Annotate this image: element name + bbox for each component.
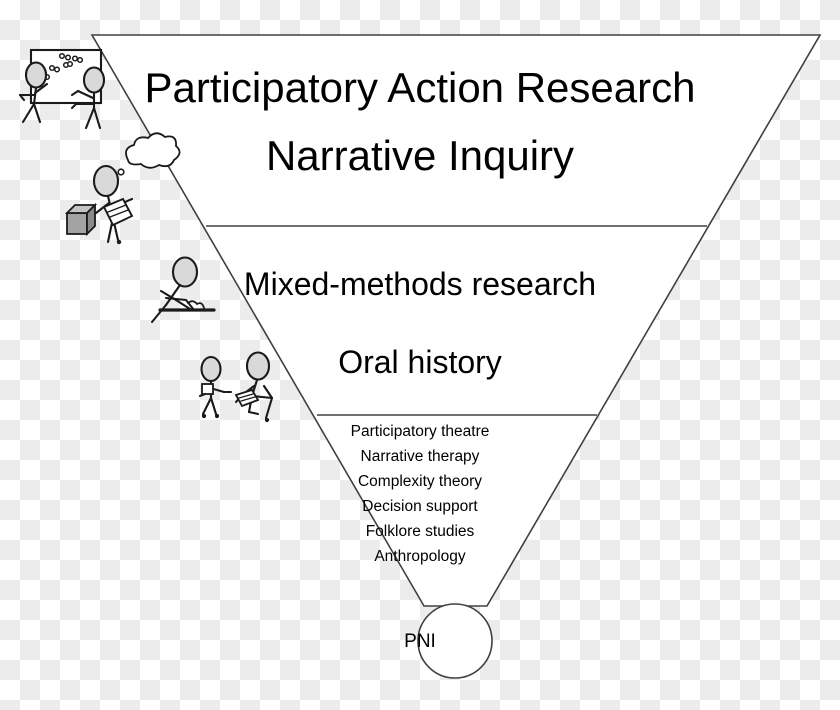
funnel-outline	[90, 34, 822, 607]
person-reclining-icon	[150, 256, 216, 324]
person-with-recorder-icon	[198, 355, 233, 419]
person-thinking-with-block-icon	[64, 132, 181, 245]
whiteboard-person-right	[70, 66, 106, 130]
person-head	[171, 256, 199, 288]
person-head	[200, 355, 222, 383]
pni-circle-shape	[417, 603, 493, 679]
person-head	[245, 351, 271, 381]
whiteboard-person-left	[18, 61, 49, 124]
funnel-shape	[90, 34, 822, 607]
cube-block	[64, 202, 98, 237]
person-head	[82, 66, 106, 94]
person-with-laptop-icon	[234, 351, 274, 423]
thought-bubble	[125, 132, 181, 169]
two-people-at-whiteboard-icon	[18, 48, 106, 130]
person-head	[24, 61, 48, 89]
thought-dot	[117, 168, 125, 176]
person-head	[92, 164, 120, 198]
recorder-device	[201, 383, 214, 395]
pni-circle-outline	[417, 603, 493, 679]
